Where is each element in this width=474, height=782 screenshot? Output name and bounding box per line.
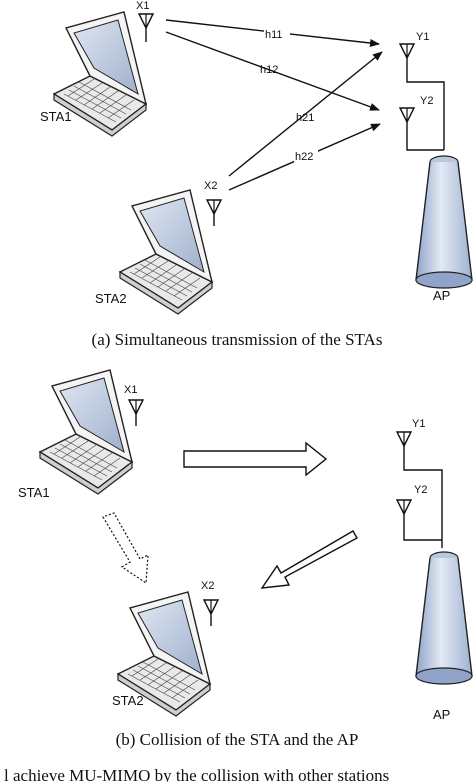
channel-arrow-h12 [165,31,380,111]
ap-label: AP [433,288,450,303]
sta1-label: STA1 [18,485,50,500]
antenna-icon [399,107,415,123]
antenna-icon [128,399,144,426]
antenna-label-y2: Y2 [414,484,427,496]
channel-label-h12: h12 [260,64,278,76]
hollow-arrow-right [183,441,328,477]
antenna-icon [396,431,412,447]
footer-text: l achieve MU-MIMO by the collision with … [4,766,389,782]
antenna-label-x1: X1 [136,0,149,12]
ap-feed-line [406,122,444,151]
ap-icon [415,551,473,685]
antenna-label-x2: X2 [201,580,214,592]
hollow-arrow-left-down [260,530,358,589]
ap-label: AP [433,707,450,722]
laptop-icon [39,369,133,495]
antenna-label-y1: Y1 [412,418,425,430]
ap-icon [415,155,473,289]
channel-label-h21: h21 [296,112,314,124]
sta2-label: STA2 [112,693,144,708]
channel-label-h11: h11 [265,29,283,41]
channel-label-h22: h22 [295,151,313,163]
sta2-label: STA2 [95,291,127,306]
antenna-icon [206,199,222,226]
sta1-label: STA1 [40,109,72,124]
laptop-icon [119,189,213,315]
ap-feed-line [403,514,442,541]
channel-arrow-h21 [228,51,383,177]
panel-b: X1 STA1 X2 STA2 AP Y1 Y2 [18,369,473,749]
caption-a: (a) Simultaneous transmission of the STA… [92,330,383,349]
panel-a: X1 STA1 X2 STA2 AP Y1 Y2 h [40,0,473,349]
ap-feed-line [406,58,445,150]
antenna-label-y2: Y2 [420,95,433,107]
antenna-label-y1: Y1 [416,31,429,43]
antenna-icon [138,13,154,42]
antenna-icon [396,499,412,515]
dotted-arrow-down [102,512,149,585]
ap-feed-line [403,446,443,548]
antenna-icon [399,43,415,59]
antenna-icon [203,599,219,626]
caption-b: (b) Collision of the STA and the AP [116,730,359,749]
antenna-label-x1: X1 [124,384,137,396]
antenna-label-x2: X2 [204,180,217,192]
